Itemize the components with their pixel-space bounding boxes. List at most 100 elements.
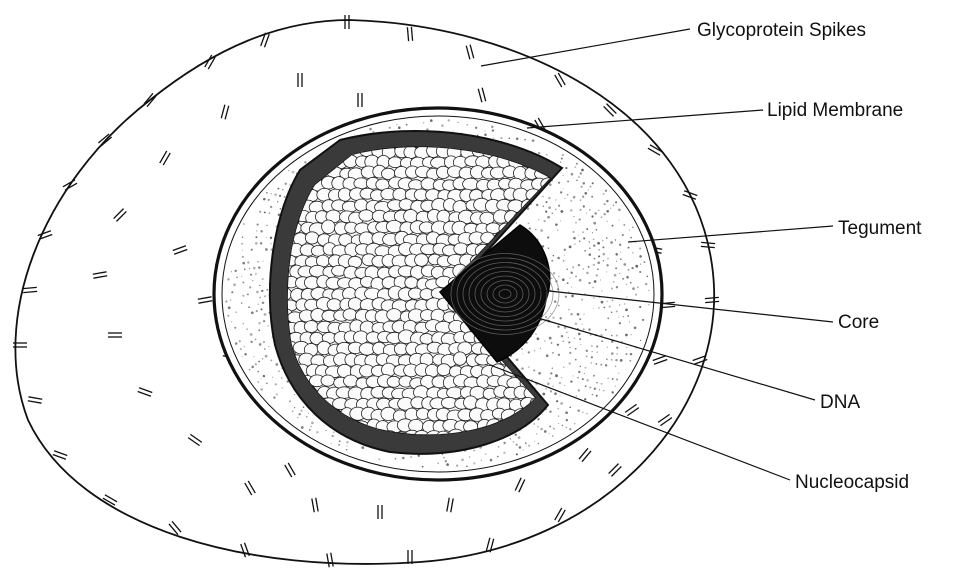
leader-glycoprotein — [481, 29, 690, 66]
stipple-dot — [503, 452, 505, 454]
stipple-dot — [571, 173, 574, 176]
stipple-dot — [251, 311, 254, 314]
stipple-dot — [596, 274, 598, 276]
stipple-dot — [262, 278, 264, 280]
stipple-dot — [632, 252, 633, 253]
stipple-dot — [580, 199, 582, 201]
stipple-dot — [354, 134, 355, 135]
stipple-dot — [583, 182, 585, 184]
stipple-dot — [261, 308, 263, 310]
stipple-dot — [586, 350, 588, 352]
stipple-dot — [625, 334, 628, 337]
stipple-dot — [270, 243, 271, 244]
stipple-dot — [535, 333, 537, 335]
stipple-dot — [281, 387, 282, 388]
stipple-dot — [618, 317, 619, 318]
stipple-dot — [308, 413, 309, 414]
stipple-dot — [586, 413, 587, 414]
stipple-dot — [584, 192, 587, 195]
stipple-dot — [446, 463, 449, 466]
stipple-dot — [252, 280, 253, 281]
stipple-dot — [613, 204, 615, 206]
stipple-dot — [559, 382, 561, 384]
stipple-dot — [632, 226, 634, 228]
stipple-dot — [552, 213, 553, 214]
stipple-dot — [585, 385, 587, 387]
stipple-dot — [571, 286, 572, 287]
stipple-dot — [522, 353, 523, 354]
stipple-dot — [599, 389, 600, 390]
stipple-dot — [549, 378, 551, 380]
stipple-dot — [569, 428, 571, 430]
stipple-dot — [551, 342, 553, 344]
stipple-dot — [564, 198, 565, 199]
stipple-dot — [621, 341, 623, 343]
stipple-dot — [550, 313, 551, 314]
stipple-dot — [569, 362, 571, 364]
stipple-dot — [594, 387, 596, 389]
stipple-dot — [289, 400, 291, 402]
stipple-dot — [579, 318, 581, 320]
stipple-dot — [567, 180, 569, 182]
stipple-dot — [543, 205, 545, 207]
stipple-dot — [389, 127, 391, 129]
stipple-dot — [256, 291, 259, 294]
stipple-dot — [584, 398, 586, 400]
stipple-dot — [236, 312, 237, 313]
stipple-dot — [592, 351, 593, 352]
stipple-dot — [306, 416, 307, 417]
stipple-dot — [579, 218, 581, 220]
capsomere — [327, 299, 341, 311]
stipple-dot — [593, 222, 596, 225]
stipple-dot — [564, 255, 565, 256]
stipple-dot — [242, 250, 243, 251]
capsomere — [322, 220, 335, 234]
stipple-dot — [581, 169, 584, 172]
stipple-dot — [568, 309, 569, 310]
stipple-dot — [548, 433, 549, 434]
stipple-dot — [537, 418, 539, 420]
stipple-dot — [614, 385, 615, 386]
stipple-dot — [630, 334, 631, 335]
stipple-dot — [557, 408, 559, 410]
stipple-dot — [593, 264, 595, 266]
stipple-dot — [466, 466, 468, 468]
stipple-dot — [298, 413, 300, 415]
stipple-dot — [578, 333, 581, 336]
stipple-dot — [553, 272, 555, 274]
stipple-dot — [469, 456, 471, 458]
stipple-dot — [271, 193, 272, 194]
stipple-dot — [606, 237, 608, 239]
stipple-dot — [620, 252, 621, 253]
stipple-dot — [452, 131, 453, 132]
stipple-dot — [615, 267, 617, 269]
stipple-dot — [297, 417, 298, 418]
stipple-dot — [574, 338, 575, 339]
stipple-dot — [612, 225, 614, 227]
stipple-dot — [593, 375, 595, 377]
stipple-dot — [266, 192, 268, 194]
stipple-dot — [630, 282, 632, 284]
stipple-dot — [513, 441, 515, 443]
stipple-dot — [263, 320, 265, 322]
stipple-dot — [516, 453, 518, 455]
stipple-dot — [642, 319, 644, 321]
stipple-dot — [406, 124, 408, 126]
stipple-dot — [558, 415, 559, 416]
label-nucleocapsid: Nucleocapsid — [795, 472, 909, 493]
stipple-dot — [558, 276, 560, 278]
stipple-dot — [612, 378, 614, 380]
stipple-dot — [578, 264, 580, 266]
stipple-dot — [253, 267, 256, 270]
stipple-dot — [546, 154, 548, 156]
stipple-dot — [596, 345, 598, 347]
stipple-dot — [560, 161, 561, 162]
stipple-dot — [567, 282, 569, 284]
stipple-dot — [569, 277, 570, 278]
stipple-dot — [509, 138, 511, 140]
stipple-dot — [562, 278, 565, 281]
stipple-dot — [259, 297, 261, 299]
stipple-dot — [561, 377, 562, 378]
stipple-dot — [600, 279, 601, 280]
stipple-dot — [546, 201, 548, 203]
